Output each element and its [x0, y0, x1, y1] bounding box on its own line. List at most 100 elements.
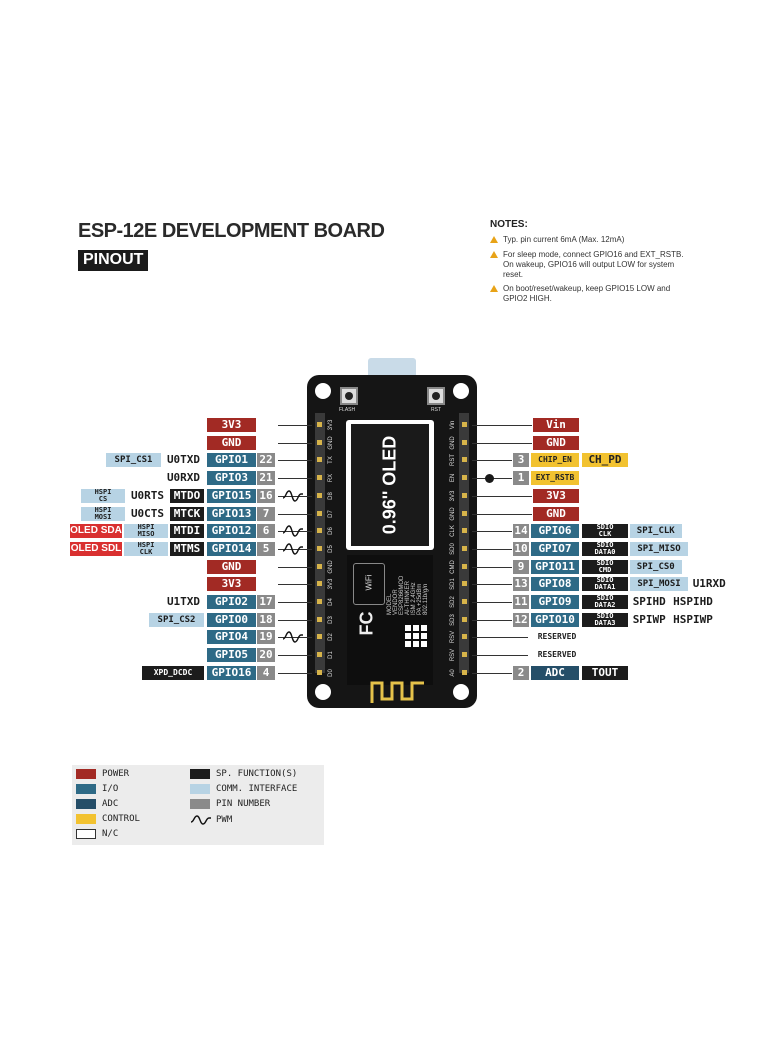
pin-label-gnd: GND — [207, 436, 256, 450]
note-1: Typ. pin current 6mA (Max. 12mA) — [490, 235, 690, 245]
diagram-title: ESP-12E DEVELOPMENT BOARD — [78, 220, 385, 242]
pin-label-gnd: GND — [533, 507, 579, 521]
gpio-label-gpio4: GPIO4 — [207, 630, 256, 644]
pin-connector-line — [472, 567, 512, 568]
pin-number: 20 — [257, 648, 275, 662]
board-pin-label: SD0 — [450, 543, 456, 555]
board-pin-label: RST — [450, 454, 456, 466]
board-pin-label: D8 — [328, 492, 334, 500]
flash-button[interactable] — [340, 387, 358, 405]
legend-label-power: POWER — [102, 769, 130, 779]
header-pin — [462, 511, 467, 516]
legend-label-control: CONTROL — [102, 814, 140, 824]
header-pin — [462, 564, 467, 569]
pin-label-gpio8: GPIO8 — [531, 577, 579, 591]
reserved-label: RESERVED — [537, 632, 577, 641]
pwm-icon — [282, 525, 303, 537]
legend-label-io: I/O — [102, 784, 119, 794]
header-pin — [462, 617, 467, 622]
board-pin-label: D5 — [328, 545, 334, 553]
pwm-icon — [282, 490, 303, 502]
warning-icon — [490, 285, 498, 292]
pin-label-ext_rstb: EXT_RSTB — [531, 471, 579, 485]
function-label: XPD_DCDC — [142, 666, 204, 680]
pin-connector-line — [472, 655, 528, 656]
pwm-icon — [282, 631, 303, 643]
header-pin — [317, 564, 322, 569]
pin-number: 10 — [513, 542, 529, 556]
right-header — [459, 413, 469, 673]
reset-button[interactable] — [427, 387, 445, 405]
pin-connector-line — [278, 637, 312, 638]
board-pin-label: Vin — [450, 420, 456, 430]
mount-hole — [453, 383, 469, 399]
pin-number: 14 — [513, 524, 529, 538]
pin-label-3v3: 3V3 — [207, 577, 256, 591]
pin-number: 7 — [257, 507, 275, 521]
header-pin — [317, 528, 322, 533]
function-label: HSPIHD — [673, 595, 713, 608]
function-label: CH_PD — [582, 453, 628, 467]
legend-swatch-pin-number — [190, 799, 210, 809]
pin-connector-line — [278, 514, 312, 515]
pin-connector-line — [472, 460, 512, 461]
pin-number: 1 — [513, 471, 529, 485]
gpio-label-gpio0: GPIO0 — [207, 613, 256, 627]
pin-label-3v3: 3V3 — [533, 489, 579, 503]
board-pin-label: A0 — [450, 669, 456, 677]
connection-dot — [485, 474, 494, 483]
pin-number: 13 — [513, 577, 529, 591]
pin-connector-line — [278, 425, 312, 426]
pin-connector-line — [472, 549, 512, 550]
header-pin — [317, 546, 322, 551]
board-pin-label: RSV — [450, 630, 456, 644]
board-pin-label: 3V3 — [328, 578, 334, 590]
pin-number: 12 — [513, 613, 529, 627]
header-pin — [462, 652, 467, 657]
fc-logo: FC — [356, 611, 377, 636]
pin-number: 16 — [257, 489, 275, 503]
function-label: SPI_CS2 — [149, 613, 204, 627]
antenna-trace — [370, 681, 424, 703]
pin-label-3v3: 3V3 — [207, 418, 256, 432]
header-pin — [317, 457, 322, 462]
warning-icon — [490, 251, 498, 258]
function-label: MTMS — [170, 542, 204, 556]
pin-connector-line — [472, 531, 512, 532]
pin-connector-line — [472, 443, 532, 444]
header-pin — [462, 528, 467, 533]
function-label: SPI_MOSI — [630, 577, 688, 591]
pad-grid — [405, 625, 429, 665]
function-label: SPI_CLK — [630, 524, 682, 538]
note-3: On boot/reset/wakeup, keep GPIO15 LOW an… — [490, 284, 690, 304]
pin-connector-line — [278, 496, 312, 497]
rst-label: RST — [431, 407, 441, 413]
pin-connector-line — [472, 620, 512, 621]
legend-swatch-comm — [190, 784, 210, 794]
module-marking: 802.11b/g/n — [423, 583, 429, 615]
pin-connector-line — [472, 514, 532, 515]
function-label: SPIHD — [632, 595, 666, 608]
legend-label-adc: ADC — [102, 799, 119, 809]
function-label: TOUT — [582, 666, 628, 680]
pin-connector-line — [472, 496, 532, 497]
board-pin-label: EN — [450, 473, 456, 483]
header-pin — [317, 581, 322, 586]
header-pin — [317, 440, 322, 445]
legend-swatch-power — [76, 769, 96, 779]
legend-label-comm: COMM. INTERFACE — [216, 784, 298, 794]
pin-connector-line — [472, 584, 512, 585]
pin-label-chip_en: CHIP_EN — [531, 453, 579, 467]
board-pin-label: RSV — [450, 648, 456, 662]
pin-connector-line — [472, 673, 512, 674]
pin-number: 11 — [513, 595, 529, 609]
function-label: HSPIWP — [673, 613, 713, 626]
pin-label-gpio7: GPIO7 — [531, 542, 579, 556]
pin-connector-line — [278, 620, 312, 621]
flash-label: FLASH — [339, 407, 356, 413]
